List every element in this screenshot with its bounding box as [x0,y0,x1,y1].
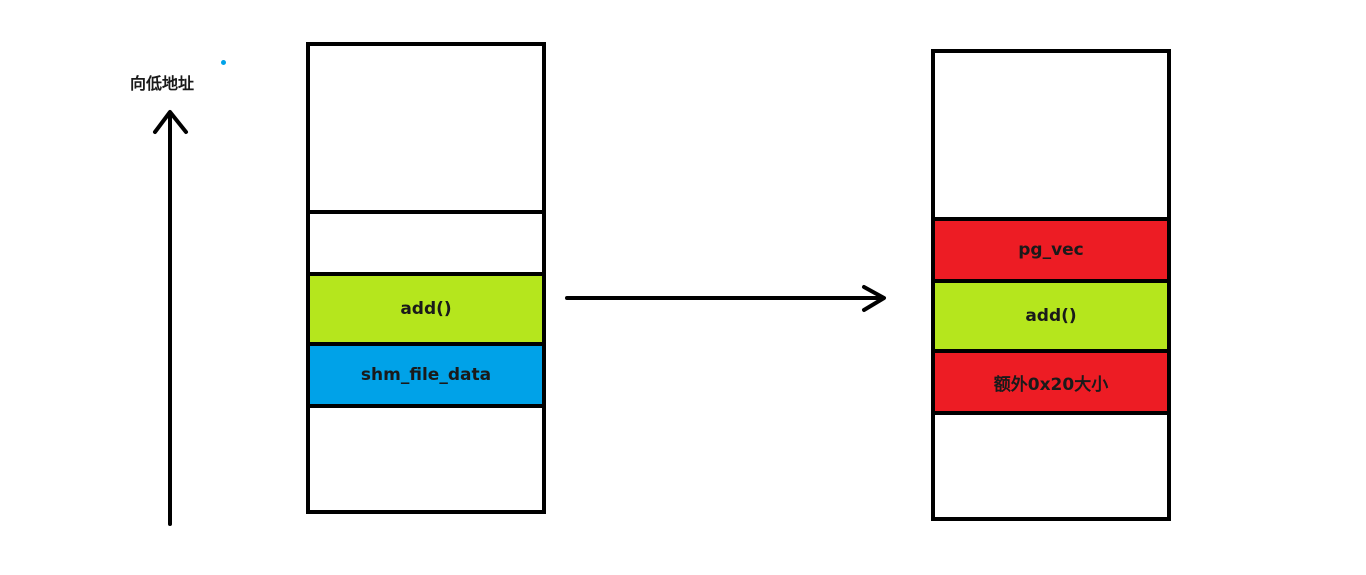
right-block-extra-size-label: 额外0x20大小 [993,374,1109,395]
up-arrow [153,110,188,526]
left-block-shm-file-data-label: shm_file_data [360,365,492,385]
left-block-shm-file-data: shm_file_data [306,342,546,408]
right-block-add-label: add() [1025,306,1077,326]
right-block-extra-size: 额外0x20大小 [931,349,1171,415]
right-arrow [565,285,886,312]
left-block-add: add() [306,272,546,346]
left-block-add-label: add() [400,299,452,319]
right-block-pg-vec: pg_vec [931,217,1171,283]
right-block-pg-vec-label: pg_vec [1018,240,1084,260]
left-divider-top [306,210,546,214]
direction-label: 向低地址 [130,74,195,93]
right-block-add: add() [931,279,1171,353]
dot-marker [221,60,226,65]
